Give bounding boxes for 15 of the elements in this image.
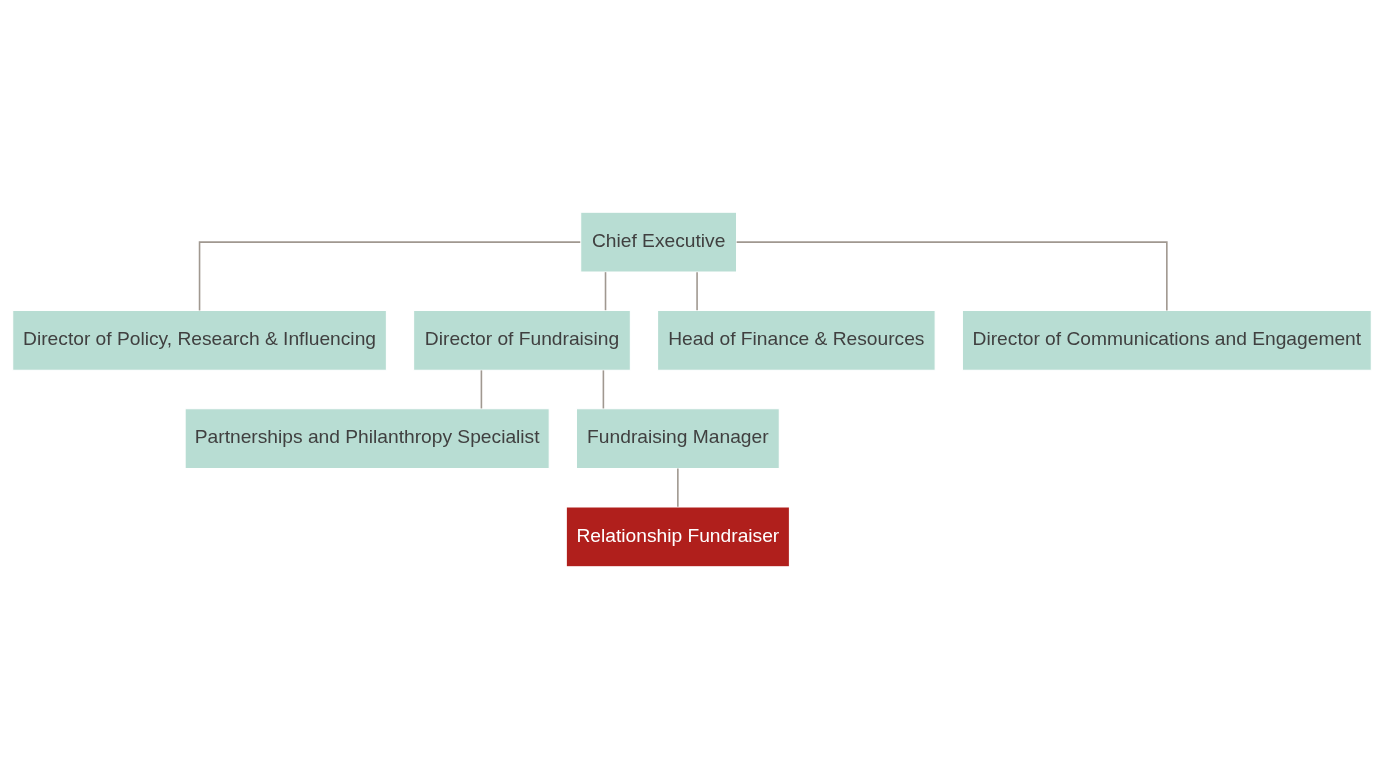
node-box: Director of Policy, Research & Influencing xyxy=(12,309,387,371)
connector xyxy=(198,241,582,312)
node-box: Head of Finance & Resources xyxy=(657,309,936,371)
connector xyxy=(604,271,607,312)
node-box: Director of Fundraising xyxy=(413,309,631,371)
node-box: Director of Communications and Engagement xyxy=(961,309,1372,371)
node-box: Chief Executive xyxy=(580,211,738,273)
connector xyxy=(677,467,679,508)
connector xyxy=(602,369,605,410)
connector xyxy=(735,241,1168,312)
node-box: Fundraising Manager xyxy=(575,408,780,470)
node-box: Partnerships and Philanthropy Specialist xyxy=(184,408,550,470)
connector xyxy=(480,369,483,410)
connector xyxy=(696,271,698,312)
node-box: Relationship Fundraiser xyxy=(565,506,790,568)
